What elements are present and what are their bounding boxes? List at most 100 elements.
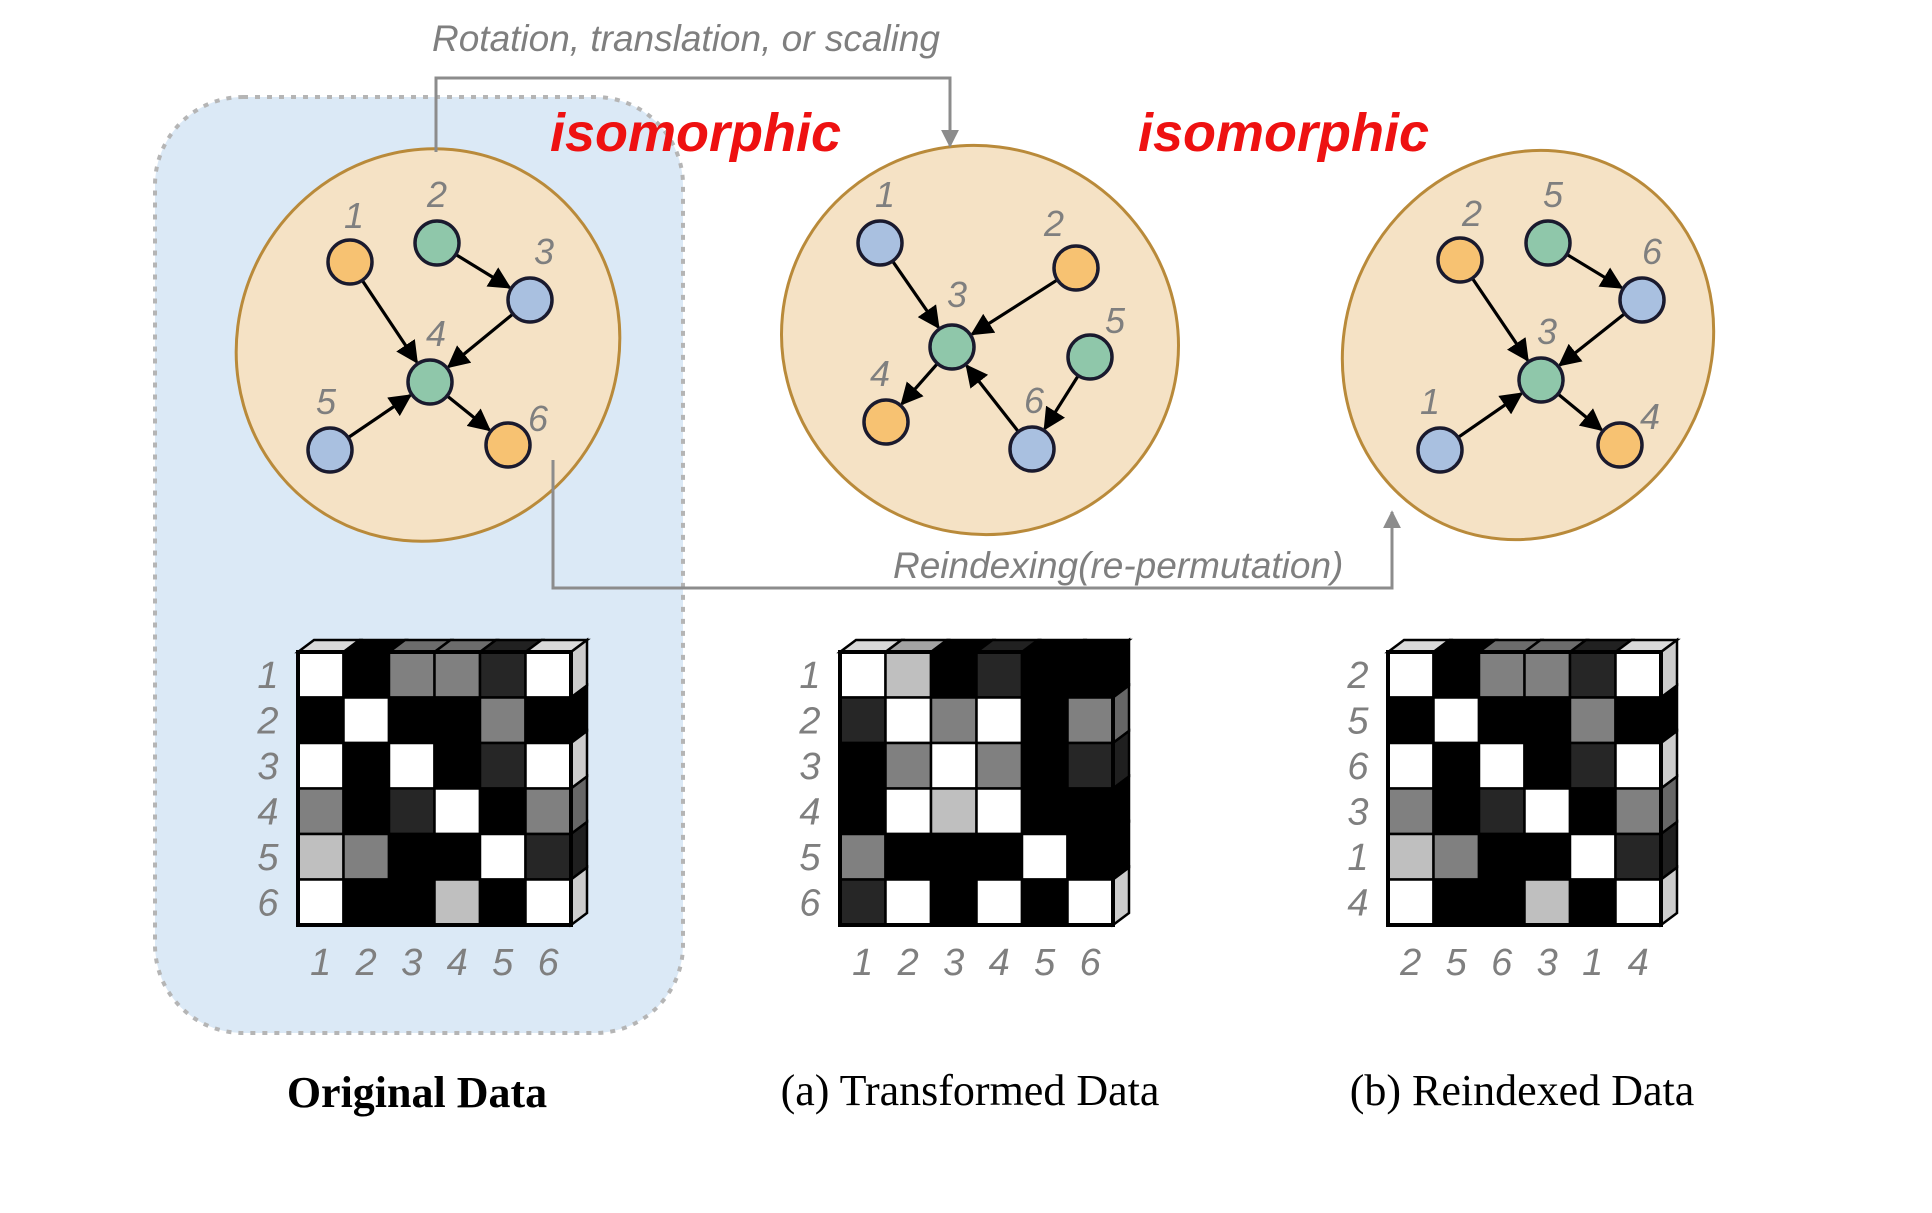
- matrix-cell: [296, 650, 345, 699]
- edge-2-3: [970, 278, 1059, 336]
- matrix-cell: [433, 832, 482, 881]
- matrix-col-label: 3: [943, 942, 964, 984]
- matrix-cell: [478, 832, 527, 881]
- edge-3-4: [1556, 392, 1604, 432]
- matrix-cell: [1386, 650, 1435, 699]
- matrix-cell: [342, 787, 391, 836]
- matrix-col-label: 4: [1628, 942, 1649, 984]
- matrix-row-label: 6: [1347, 746, 1369, 788]
- matrix-row-label: 1: [1347, 837, 1368, 879]
- edge-2-3: [1470, 277, 1529, 362]
- matrix-col-label: 5: [1034, 942, 1056, 984]
- matrix-col-label: 3: [1537, 942, 1558, 984]
- matrix-cell: [524, 832, 573, 881]
- matrix-cell: [433, 696, 482, 745]
- matrix-cell: [929, 650, 978, 699]
- matrix-cell: [975, 650, 1024, 699]
- matrix-cell: [1020, 650, 1069, 699]
- node-label-4: 4: [1640, 396, 1660, 437]
- node-4: [1596, 421, 1644, 469]
- caption-reindexed: (b) Reindexed Data: [1350, 1066, 1695, 1115]
- matrix-col-label: 1: [310, 942, 331, 984]
- node-2: [1052, 244, 1100, 292]
- matrix-cell: [1386, 878, 1435, 927]
- matrix-cell: [884, 696, 933, 745]
- node-1: [326, 238, 374, 286]
- matrix-cell: [929, 696, 978, 745]
- caption-transformed: (a) Transformed Data: [781, 1066, 1160, 1115]
- node-label-1: 1: [344, 195, 364, 236]
- node-label-2: 2: [1043, 203, 1064, 244]
- matrix-cell: [296, 787, 345, 836]
- node-6: [1618, 276, 1666, 324]
- rotation-arrow: [434, 76, 959, 152]
- matrix-cell: [1066, 787, 1115, 836]
- matrix-cell: [884, 787, 933, 836]
- matrix-cell: [296, 741, 345, 790]
- node-4: [862, 398, 910, 446]
- matrix-cell: [884, 878, 933, 927]
- matrix-cell: [1432, 878, 1481, 927]
- matrix-cell: [433, 741, 482, 790]
- matrix-cell: [838, 696, 887, 745]
- node-label-5: 5: [316, 381, 337, 422]
- matrix-col-label: 1: [852, 942, 873, 984]
- edge-3-4: [900, 362, 939, 406]
- edge-5-6: [1043, 374, 1080, 431]
- matrix-cell: [478, 741, 527, 790]
- caption-original: Original Data: [287, 1068, 547, 1117]
- node-label-3: 3: [534, 231, 554, 272]
- matrix-row-label: 4: [257, 791, 278, 833]
- matrix-col-label: 6: [538, 942, 560, 984]
- edge-5-6: [1565, 253, 1624, 289]
- matrix-row-label: 4: [1347, 882, 1368, 924]
- matrix-cell: [1432, 650, 1481, 699]
- matrix-cell: [1020, 832, 1069, 881]
- matrix-cell: [929, 832, 978, 881]
- matrix-cell: [387, 787, 436, 836]
- matrix-cell: [884, 832, 933, 881]
- matrix-cell: [838, 787, 887, 836]
- node-label-2: 2: [426, 174, 447, 215]
- matrix-row-label: 4: [799, 791, 820, 833]
- edge-3-4: [446, 312, 515, 369]
- matrix-cell: [838, 741, 887, 790]
- matrix-cell: [296, 832, 345, 881]
- edge-6-3: [1558, 312, 1626, 367]
- matrix-row-label: 3: [257, 746, 278, 788]
- matrix-cell: [929, 878, 978, 927]
- matrix-cell: [838, 650, 887, 699]
- matrix-cell: [387, 832, 436, 881]
- node-label-6: 6: [1024, 380, 1045, 421]
- node-label-6: 6: [1642, 231, 1663, 272]
- node-5: [1066, 333, 1114, 381]
- rotation-annotation: Rotation, translation, or scaling: [432, 18, 940, 59]
- matrix-col-label: 2: [1399, 942, 1421, 984]
- matrix-cell: [1477, 696, 1526, 745]
- matrix-col-label: 4: [989, 942, 1010, 984]
- matrix-cell: [1614, 832, 1663, 881]
- matrix-cell: [1020, 787, 1069, 836]
- edge-6-3: [965, 364, 1020, 433]
- matrix-cell: [1523, 878, 1572, 927]
- node-5: [1524, 219, 1572, 267]
- matrix-cell: [1523, 650, 1572, 699]
- matrix-col-label: 5: [1446, 942, 1468, 984]
- node-3: [506, 276, 554, 324]
- matrix-cell: [433, 878, 482, 927]
- matrix-cell: [433, 787, 482, 836]
- node-1: [856, 219, 904, 267]
- isomorphic-label-left: isomorphic: [550, 103, 841, 163]
- matrix-row-label: 2: [256, 700, 278, 742]
- matrix-row-label: 2: [798, 700, 820, 742]
- matrix-cell: [433, 650, 482, 699]
- matrix-row-label: 3: [1347, 791, 1368, 833]
- matrix-cell: [478, 787, 527, 836]
- matrix-cell: [1386, 832, 1435, 881]
- matrix-col-label: 3: [401, 942, 422, 984]
